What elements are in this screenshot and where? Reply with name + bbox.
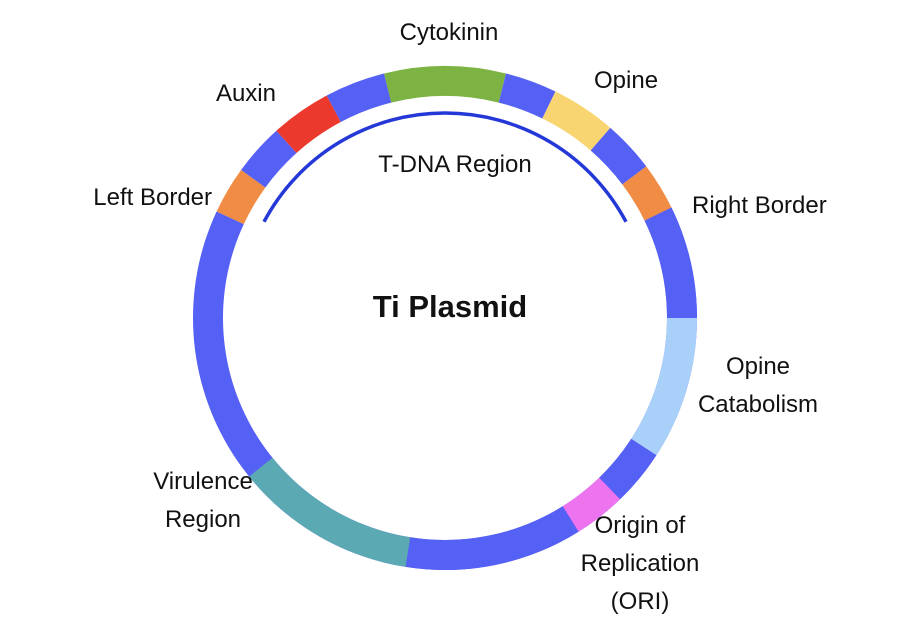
label-line: Right Border <box>692 192 827 219</box>
backbone-segment <box>405 506 579 571</box>
backbone-segment <box>644 207 697 318</box>
cytokinin-segment <box>384 65 506 103</box>
label-line: Replication <box>581 550 700 577</box>
label-line: Catabolism <box>698 391 818 418</box>
label-line: Virulence <box>153 468 253 495</box>
opine-label: Opine <box>594 67 658 94</box>
origin-of-replication-segment <box>562 477 621 532</box>
opine-segment <box>542 91 611 151</box>
backbone-segment <box>326 73 392 122</box>
left-border-label: Left Border <box>93 184 212 211</box>
backbone-segment <box>590 127 647 185</box>
opine-catabolism-segment <box>631 318 697 456</box>
origin-label: Origin of Replication (ORI) <box>581 512 700 615</box>
label-line: Cytokinin <box>400 19 499 46</box>
label-line: Left Border <box>93 184 212 211</box>
left-border-segment <box>216 169 266 225</box>
t-dna-region-label: T-DNA Region <box>378 151 531 178</box>
cytokinin-label: Cytokinin <box>400 19 499 46</box>
label-line: Auxin <box>216 80 276 107</box>
auxin-label: Auxin <box>216 80 276 107</box>
plasmid-title: Ti Plasmid <box>373 289 528 324</box>
label-line: Region <box>165 506 241 533</box>
right-border-label: Right Border <box>692 192 827 219</box>
t-dna-region-arc <box>262 111 628 223</box>
virulence-region-segment <box>249 457 411 567</box>
label-line: Opine <box>726 353 790 380</box>
backbone-segment <box>599 438 657 500</box>
right-border-segment <box>622 166 672 221</box>
label-line: Origin of <box>595 512 686 539</box>
label-line: Opine <box>594 67 658 94</box>
plasmid-ring <box>193 65 698 571</box>
backbone-segment <box>498 73 556 119</box>
label-line: (ORI) <box>611 588 670 615</box>
auxin-segment <box>276 95 341 154</box>
backbone-segment <box>241 130 297 188</box>
